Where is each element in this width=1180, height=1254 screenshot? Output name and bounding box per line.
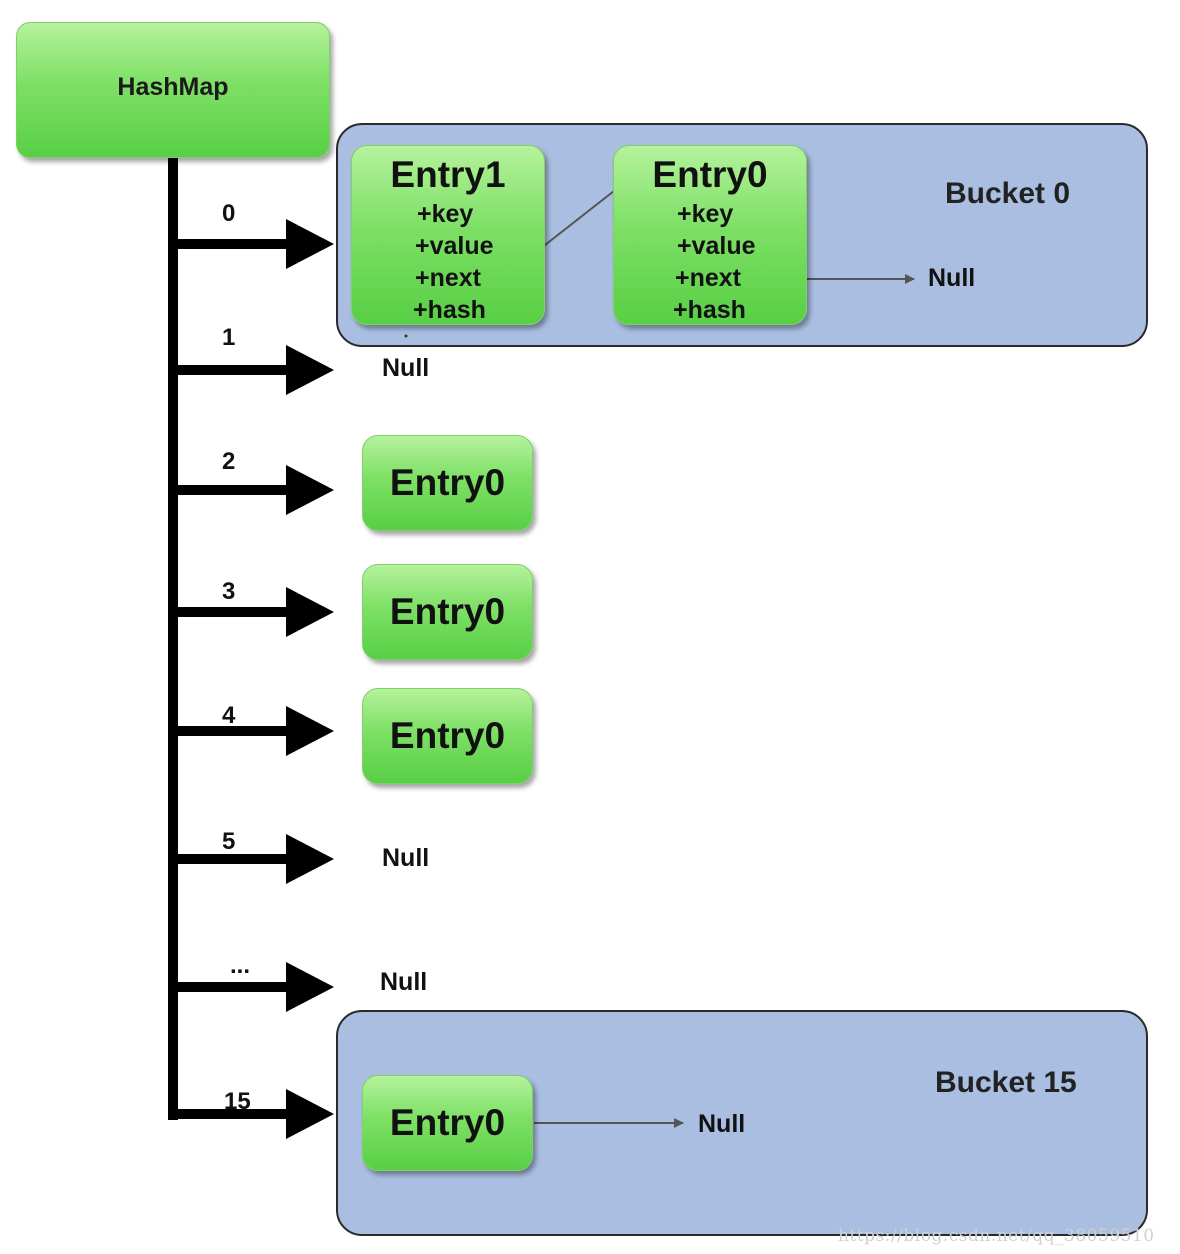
index-label-2: 2 bbox=[222, 448, 236, 475]
entry0-field-value: +value bbox=[677, 232, 756, 260]
entry1-title: Entry1 bbox=[390, 154, 506, 195]
watermark: https://blog.csdn.net/qq_38059510 bbox=[838, 1226, 1155, 1246]
index-label-4: 4 bbox=[222, 702, 236, 729]
index-arrow-head-2 bbox=[286, 465, 334, 515]
index-arrow-head-6 bbox=[286, 962, 334, 1012]
bucket-15-entry: Entry0 bbox=[362, 1075, 533, 1171]
index-label-5: 5 bbox=[222, 828, 236, 855]
bucket-15-entry-title: Entry0 bbox=[389, 1102, 506, 1143]
bucket-ellipsis-null: Null bbox=[380, 968, 428, 996]
index-label-ellipsis: ... bbox=[230, 952, 251, 979]
entry1-field-key: +key bbox=[417, 200, 474, 228]
entry0-field-next: +next bbox=[675, 264, 742, 292]
hashmap-node: HashMap bbox=[16, 22, 330, 158]
index-arrow-head-7 bbox=[286, 1089, 334, 1139]
bucket-3-entry-title: Entry0 bbox=[389, 591, 506, 632]
entry1-field-hash: +hash bbox=[413, 296, 486, 324]
bucket-1-null: Null bbox=[382, 354, 430, 382]
stray-dot bbox=[404, 334, 408, 338]
bucket-15-null: Null bbox=[698, 1110, 746, 1138]
index-label-0: 0 bbox=[222, 200, 236, 227]
hashmap-label: HashMap bbox=[117, 73, 229, 101]
bucket-5-null: Null bbox=[382, 844, 430, 872]
bucket-0-entry1: Entry1 +key +value +next +hash bbox=[351, 145, 545, 325]
entry0-title: Entry0 bbox=[652, 154, 768, 195]
bucket-3-entry: Entry0 bbox=[362, 564, 533, 660]
bucket-2-entry: Entry0 bbox=[362, 435, 533, 531]
bucket-0-label: Bucket 0 bbox=[945, 177, 1071, 210]
bucket-0-null: Null bbox=[928, 264, 976, 292]
entry1-field-next: +next bbox=[415, 264, 482, 292]
entry0-field-key: +key bbox=[677, 200, 734, 228]
index-arrow-head-1 bbox=[286, 345, 334, 395]
index-label-15: 15 bbox=[224, 1088, 251, 1115]
index-arrow-head-3 bbox=[286, 587, 334, 637]
bucket-4-entry: Entry0 bbox=[362, 688, 533, 784]
bucket-0-entry0: Entry0 +key +value +next +hash bbox=[613, 145, 807, 325]
index-arrow-head-4 bbox=[286, 706, 334, 756]
index-label-3: 3 bbox=[222, 578, 236, 605]
bucket-4-entry-title: Entry0 bbox=[389, 715, 506, 756]
entry1-field-value: +value bbox=[415, 232, 494, 260]
bucket-2-entry-title: Entry0 bbox=[389, 462, 506, 503]
entry0-field-hash: +hash bbox=[673, 296, 746, 324]
index-arrow-head-0 bbox=[286, 219, 334, 269]
bucket-15-label: Bucket 15 bbox=[935, 1066, 1077, 1099]
index-arrow-head-5 bbox=[286, 834, 334, 884]
index-arrows bbox=[173, 219, 334, 1139]
index-label-1: 1 bbox=[222, 324, 236, 351]
